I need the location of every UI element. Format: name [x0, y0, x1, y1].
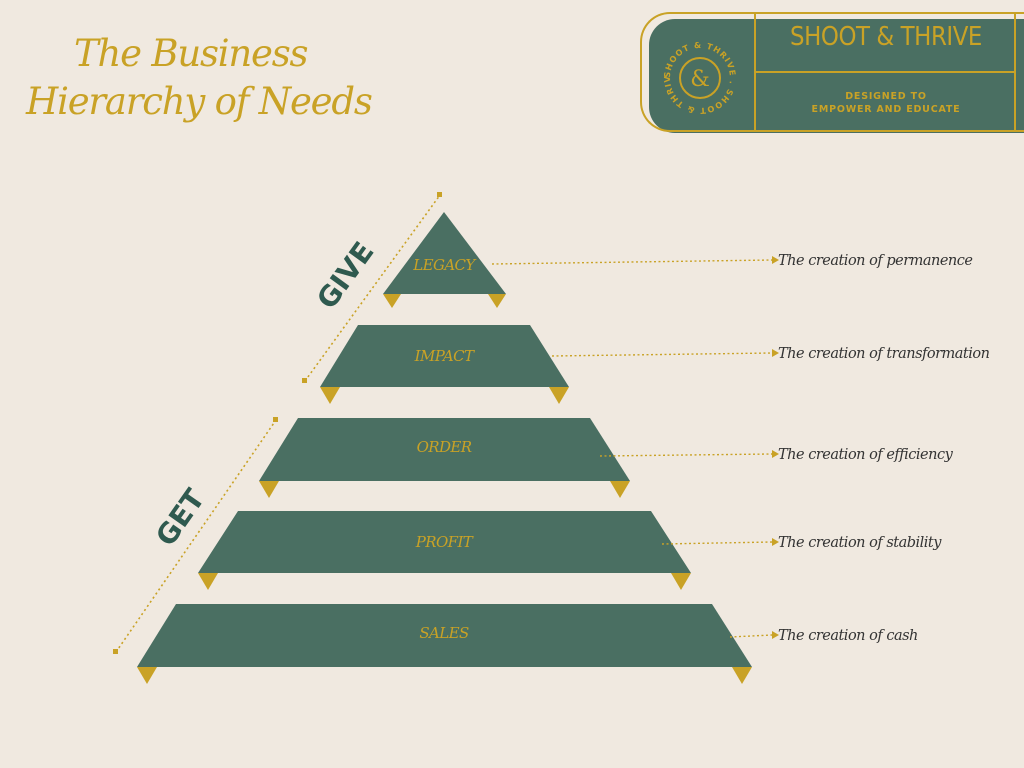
tier-label: ORDER [417, 438, 472, 456]
brand-seal-logo: SHOOT & THRIVE . SHOOT & THRIVE . & [658, 36, 737, 116]
give-group-label: GIVE [310, 236, 380, 315]
tier-legacy: LEGACY The creation of permanence [383, 212, 973, 308]
brand-tagline: DESIGNED TO EMPOWER AND EDUCATE [756, 90, 1016, 116]
tier-sales: SALES The creation of cash [137, 604, 918, 684]
tier-connector [491, 259, 773, 265]
tier-corner-marker [488, 294, 506, 308]
tier-description: The creation of transformation [778, 346, 990, 362]
tier-connector [551, 352, 773, 357]
brand-tagline-line-1: DESIGNED TO [845, 91, 927, 102]
tier-label: SALES [419, 624, 469, 642]
brand-badge-divider [754, 12, 756, 132]
tier-description: The creation of efficiency [778, 447, 954, 463]
tier-label: PROFIT [415, 533, 474, 551]
tier-corner-marker [320, 387, 340, 404]
tier-order: ORDER The creation of efficiency [259, 418, 954, 498]
tier-label: LEGACY [412, 256, 477, 274]
tier-connector [599, 453, 773, 457]
tier-description: The creation of stability [778, 535, 942, 551]
give-line-endpoint [437, 192, 442, 197]
page-title: The Business Hierarchy of Needs [26, 30, 373, 126]
tier-description: The creation of permanence [778, 253, 972, 269]
tier-corner-marker [259, 481, 279, 498]
seal-inner-ring [679, 57, 721, 99]
tier-shape [259, 418, 630, 481]
title-line-1: The Business [74, 32, 309, 75]
tier-connector [661, 541, 773, 545]
get-group-label: GET [149, 483, 211, 552]
give-line-endpoint [302, 378, 307, 383]
tier-connector [729, 634, 773, 638]
tier-corner-marker [671, 573, 691, 590]
tier-shape [383, 212, 506, 294]
tier-corner-marker [549, 387, 569, 404]
tier-corner-marker [610, 481, 630, 498]
tier-shape [137, 604, 752, 667]
connector-arrow-icon [772, 538, 779, 546]
brand-name: SHOOT & THRIVE [790, 22, 982, 52]
tier-corner-marker [732, 667, 752, 684]
seal-ampersand: & [690, 67, 710, 92]
brand-badge-frame [640, 12, 1024, 132]
brand-badge-divider-horizontal [756, 71, 1016, 73]
tier-label: IMPACT [414, 347, 475, 365]
connector-arrow-icon [772, 256, 779, 264]
connector-arrow-icon [772, 631, 779, 639]
get-line-endpoint [113, 649, 118, 654]
tier-corner-marker [198, 573, 218, 590]
tier-shape [198, 511, 691, 573]
title-line-2: Hierarchy of Needs [26, 80, 373, 123]
get-line-endpoint [273, 417, 278, 422]
brand-badge-background [649, 19, 1024, 133]
tier-shape [320, 325, 569, 387]
brand-tagline-line-2: EMPOWER AND EDUCATE [811, 104, 961, 115]
connector-arrow-icon [772, 349, 779, 357]
brand-badge-divider-right [1014, 12, 1016, 132]
tier-profit: PROFIT The creation of stability [198, 511, 943, 590]
connector-arrow-icon [772, 450, 779, 458]
get-group-line [115, 419, 277, 653]
tier-impact: IMPACT The creation of transformation [320, 325, 990, 404]
tier-description: The creation of cash [778, 628, 918, 644]
tier-corner-marker [383, 294, 401, 308]
give-group-line [304, 194, 441, 382]
tier-corner-marker [137, 667, 157, 684]
